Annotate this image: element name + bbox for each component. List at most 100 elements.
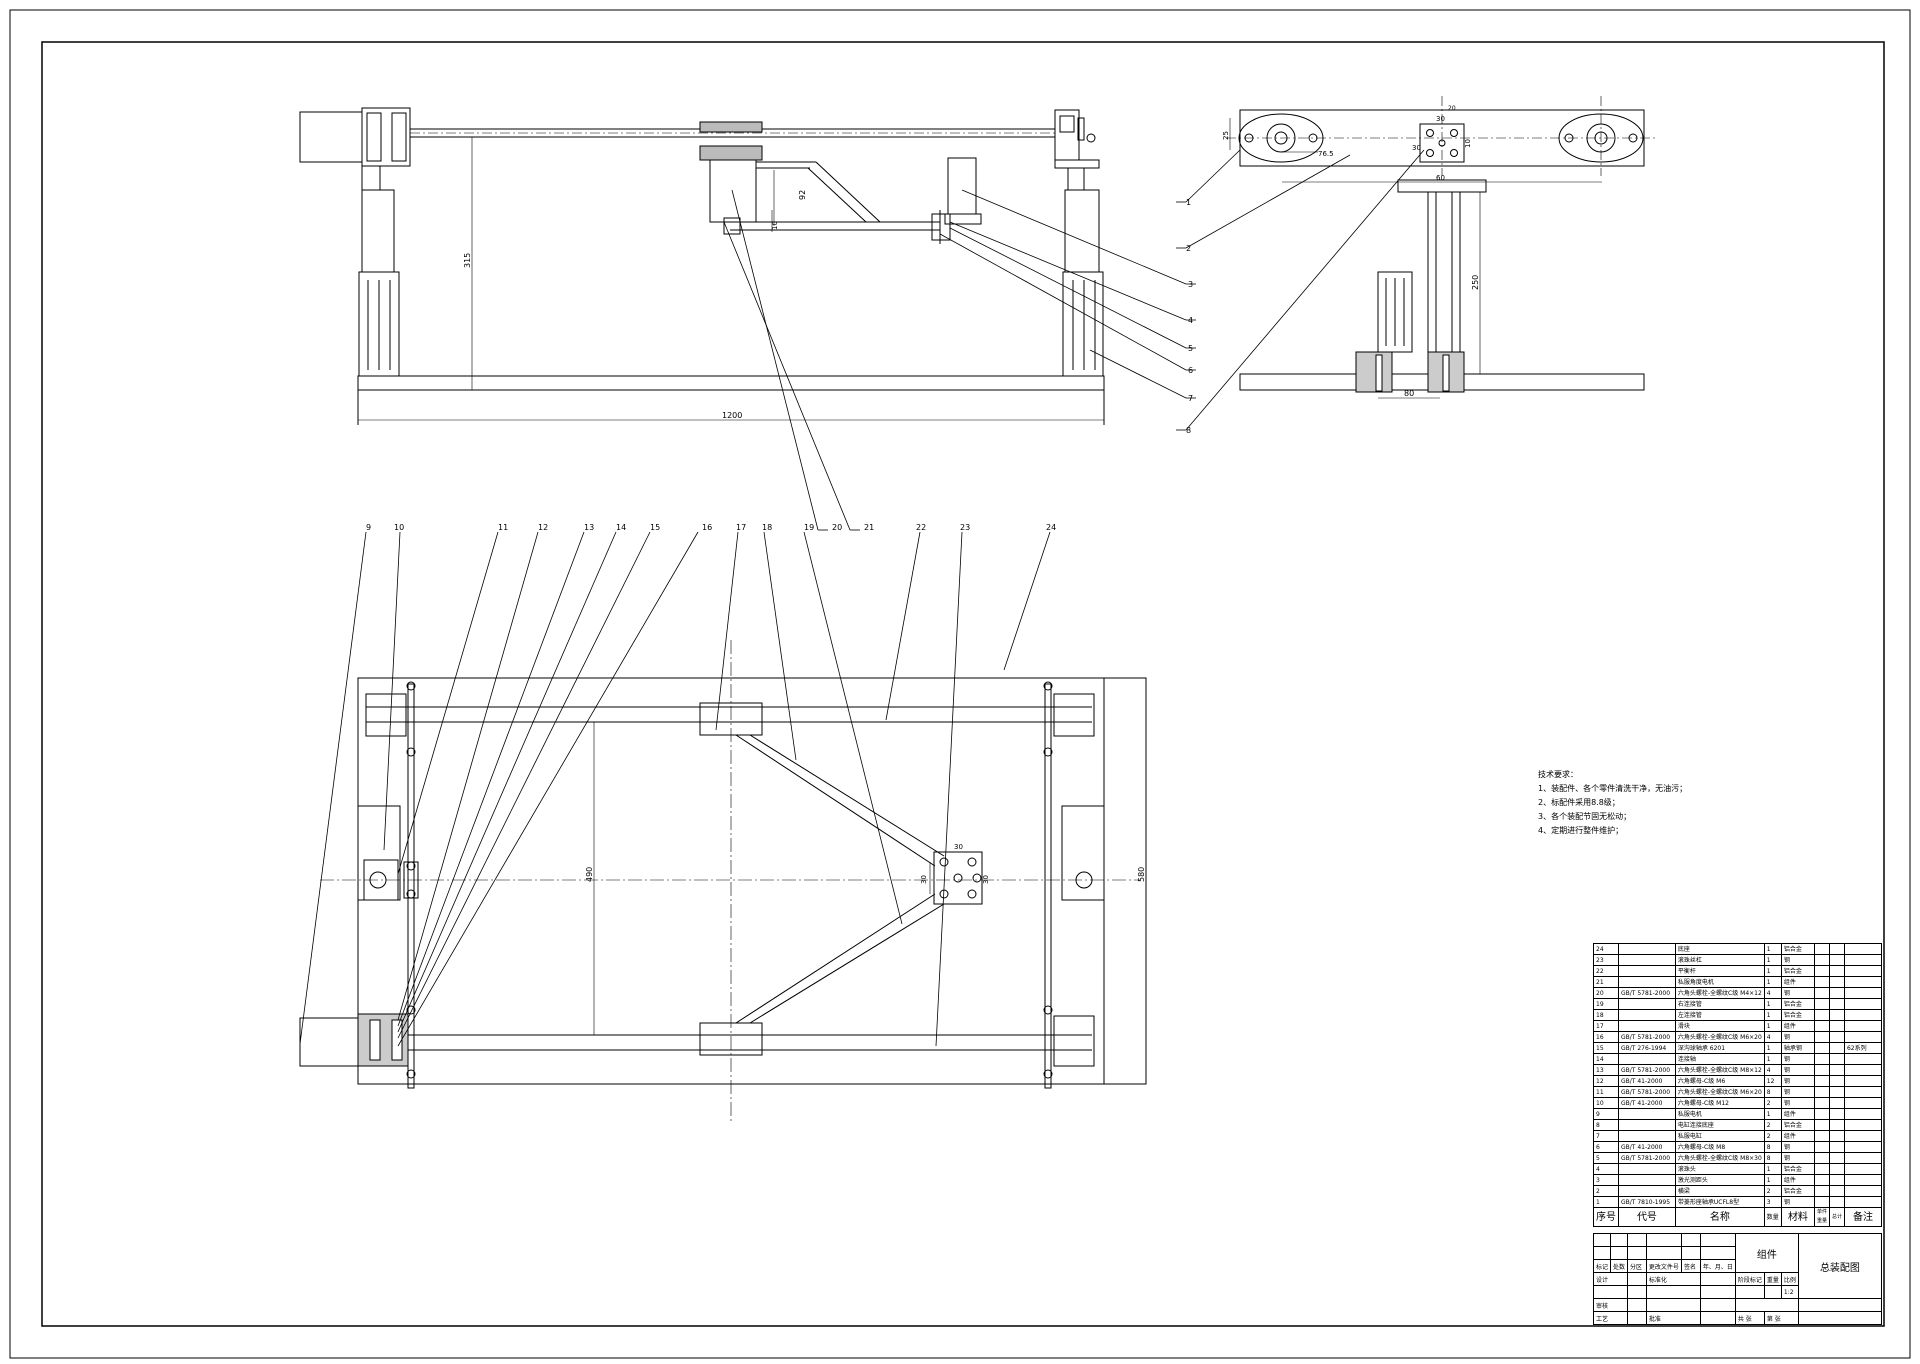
bom-cell-unit [1813, 954, 1830, 966]
title-sheets: 共 张 [1734, 1311, 1765, 1325]
bom-header-name: 名称 [1674, 1207, 1765, 1227]
tech-item-2: 2、标配件采用8.8级； [1538, 798, 1620, 807]
bom-cell-no: 13 [1593, 1064, 1619, 1076]
bom-cell-no: 16 [1593, 1031, 1619, 1043]
bom-cell-name: 滚珠头 [1674, 1163, 1765, 1175]
bom-cell-remark [1843, 1185, 1883, 1197]
bom-cell-qty: 1 [1763, 976, 1782, 988]
bom-cell-total [1828, 1031, 1845, 1043]
bom-cell-no: 23 [1593, 954, 1619, 966]
bom-cell-remark [1843, 1174, 1883, 1186]
technical-requirements: 技术要求： 1、装配件、各个零件清洗干净，无油污； 2、标配件采用8.8级； 3… [1538, 768, 1768, 838]
bom-cell-code: GB/T 41-2000 [1618, 1075, 1676, 1087]
bom-cell-total [1828, 1119, 1845, 1131]
bom-cell-material: 铝合金 [1780, 998, 1815, 1010]
bom-cell-no: 18 [1593, 1009, 1619, 1021]
bom-cell-qty: 2 [1763, 1097, 1782, 1109]
bom-cell-qty: 1 [1763, 1042, 1782, 1054]
callout-7: 7 [1188, 394, 1193, 403]
bom-cell-material: 铝合金 [1780, 1119, 1815, 1131]
callout-15: 15 [650, 523, 660, 532]
callout-2: 2 [1186, 244, 1191, 253]
bom-cell-qty: 2 [1763, 1130, 1782, 1142]
bom-cell-code [1618, 1108, 1676, 1120]
callout-22: 22 [916, 523, 926, 532]
bom-cell-qty: 12 [1763, 1075, 1782, 1087]
dim-front-width: 1200 [722, 411, 742, 420]
bom-cell-code [1618, 943, 1676, 955]
tech-item-3: 3、各个装配节固无松动； [1538, 812, 1632, 821]
callout-1: 1 [1186, 198, 1191, 207]
bom-cell-material: 钢 [1780, 1196, 1815, 1208]
bom-cell-name: 六角螺母-C级 M6 [1674, 1075, 1765, 1087]
bom-cell-total [1828, 1141, 1845, 1153]
callout-23: 23 [960, 523, 970, 532]
bom-cell-code [1618, 1174, 1676, 1186]
bom-cell-code: GB/T 276-1994 [1618, 1042, 1676, 1054]
bom-cell-total [1828, 976, 1845, 988]
title-review: 审核 [1592, 1298, 1629, 1312]
title-scale-value: 1:2 [1780, 1285, 1799, 1299]
bom-cell-code [1618, 1163, 1676, 1175]
bom-cell-code [1618, 1009, 1676, 1021]
dim-side-center: 60 [1436, 174, 1445, 182]
bom-cell-unit [1813, 1053, 1830, 1065]
bom-cell-code: GB/T 5781-2000 [1618, 1031, 1676, 1043]
bom-cell-unit [1813, 1185, 1830, 1197]
tech-item-1: 1、装配件、各个零件清洗干净，无油污； [1538, 784, 1688, 793]
dim-top-width: 580 [1137, 867, 1146, 882]
bom-cell-material: 组件 [1780, 976, 1815, 988]
bom-cell-remark [1843, 1097, 1883, 1109]
bom-cell-unit [1813, 965, 1830, 977]
bom-cell-material: 钢 [1780, 1064, 1815, 1076]
bom-cell-no: 7 [1593, 1130, 1619, 1142]
title-change-doc: 更改文件号 [1645, 1259, 1682, 1273]
dim-side-top-e: 20 [1448, 105, 1456, 112]
bom-cell-total [1828, 1163, 1845, 1175]
bom-cell-remark [1843, 998, 1883, 1010]
bom-cell-no: 20 [1593, 987, 1619, 999]
bom-cell-total [1828, 1009, 1845, 1021]
bom-cell-unit [1813, 1009, 1830, 1021]
bom-cell-unit [1813, 1020, 1830, 1032]
bom-cell-qty: 1 [1763, 998, 1782, 1010]
bom-cell-remark [1843, 1141, 1883, 1153]
bom-cell-name: 六角螺母-C级 M12 [1674, 1097, 1765, 1109]
tech-title: 技术要求： [1538, 770, 1578, 779]
bom-cell-code [1618, 954, 1676, 966]
callout-13: 13 [584, 523, 594, 532]
bom-cell-code: GB/T 5781-2000 [1618, 1152, 1676, 1164]
bom-cell-no: 8 [1593, 1119, 1619, 1131]
outer-border [9, 9, 1911, 1359]
bom-cell-remark [1843, 1163, 1883, 1175]
bom-cell-name: 私服电缸 [1674, 1130, 1765, 1142]
dim-front-small-2: 10 [771, 221, 779, 230]
bom-cell-code [1618, 1185, 1676, 1197]
bom-cell-material: 组件 [1780, 1108, 1815, 1120]
bom-cell-total [1828, 1174, 1845, 1186]
bom-cell-qty: 2 [1763, 1185, 1782, 1197]
bom-cell-code: GB/T 7810-1995 [1618, 1196, 1676, 1208]
bom-cell-remark [1843, 976, 1883, 988]
bom-cell-material: 钢 [1780, 1152, 1815, 1164]
bom-cell-code [1618, 1130, 1676, 1142]
bom-header-total: 总计 [1828, 1207, 1845, 1227]
bom-header-material: 材料 [1780, 1207, 1815, 1227]
bom-cell-material: 铝合金 [1780, 943, 1815, 955]
bom-cell-name: 左连接管 [1674, 1009, 1765, 1021]
bom-cell-qty: 1 [1763, 1108, 1782, 1120]
bom-cell-total [1828, 1075, 1845, 1087]
bom-cell-material: 钢 [1780, 954, 1815, 966]
callout-8: 8 [1186, 426, 1191, 435]
bom-cell-no: 17 [1593, 1020, 1619, 1032]
bom-cell-name: 滚珠丝杠 [1674, 954, 1765, 966]
bom-cell-total [1828, 998, 1845, 1010]
bom-cell-remark [1843, 943, 1883, 955]
bom-cell-unit [1813, 1196, 1830, 1208]
callout-4: 4 [1188, 316, 1193, 325]
